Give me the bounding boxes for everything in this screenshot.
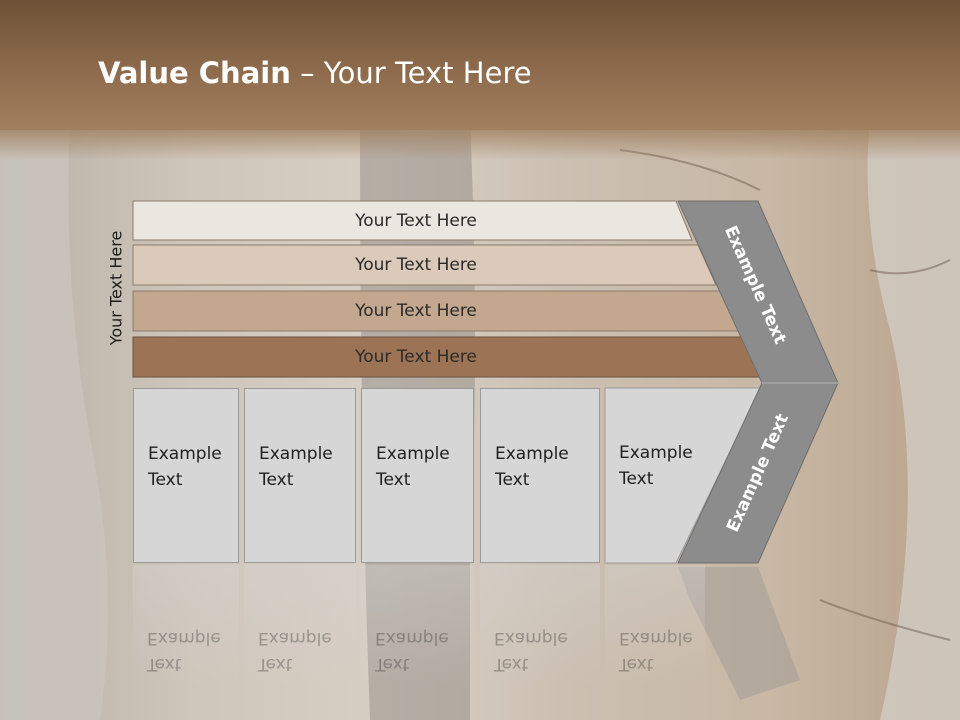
bar-shape-2 — [132, 244, 717, 286]
support-bar-1: Your Text Here — [355, 210, 477, 231]
box-line1: Example — [619, 443, 693, 463]
slide-title-bold: Value Chain — [98, 56, 291, 90]
slide-title-rest: – Your Text Here — [290, 56, 532, 90]
box-line1: Example — [376, 444, 450, 464]
title-banner-fade — [0, 130, 960, 160]
slide-title: Value Chain – Your Text Here — [98, 56, 532, 90]
box-line2: Text — [619, 469, 654, 489]
support-bar-4: Your Text Here — [355, 347, 477, 367]
title-banner — [0, 0, 960, 130]
support-bar-2: Your Text Here — [355, 255, 477, 275]
box-line2: Text — [148, 470, 183, 490]
bar-shape-1 — [132, 200, 693, 241]
box-line1: Example — [148, 444, 222, 464]
box-line2: Text — [259, 470, 294, 490]
value-chain-arrow-reflection — [678, 567, 800, 700]
box-line1: Example — [259, 444, 333, 464]
box-line2: Text — [376, 470, 411, 490]
support-bar-3: Your Text Here — [355, 301, 477, 321]
box-shape-5 — [604, 387, 762, 564]
box-line2: Text — [495, 470, 530, 490]
box-line1: Example — [495, 444, 569, 464]
